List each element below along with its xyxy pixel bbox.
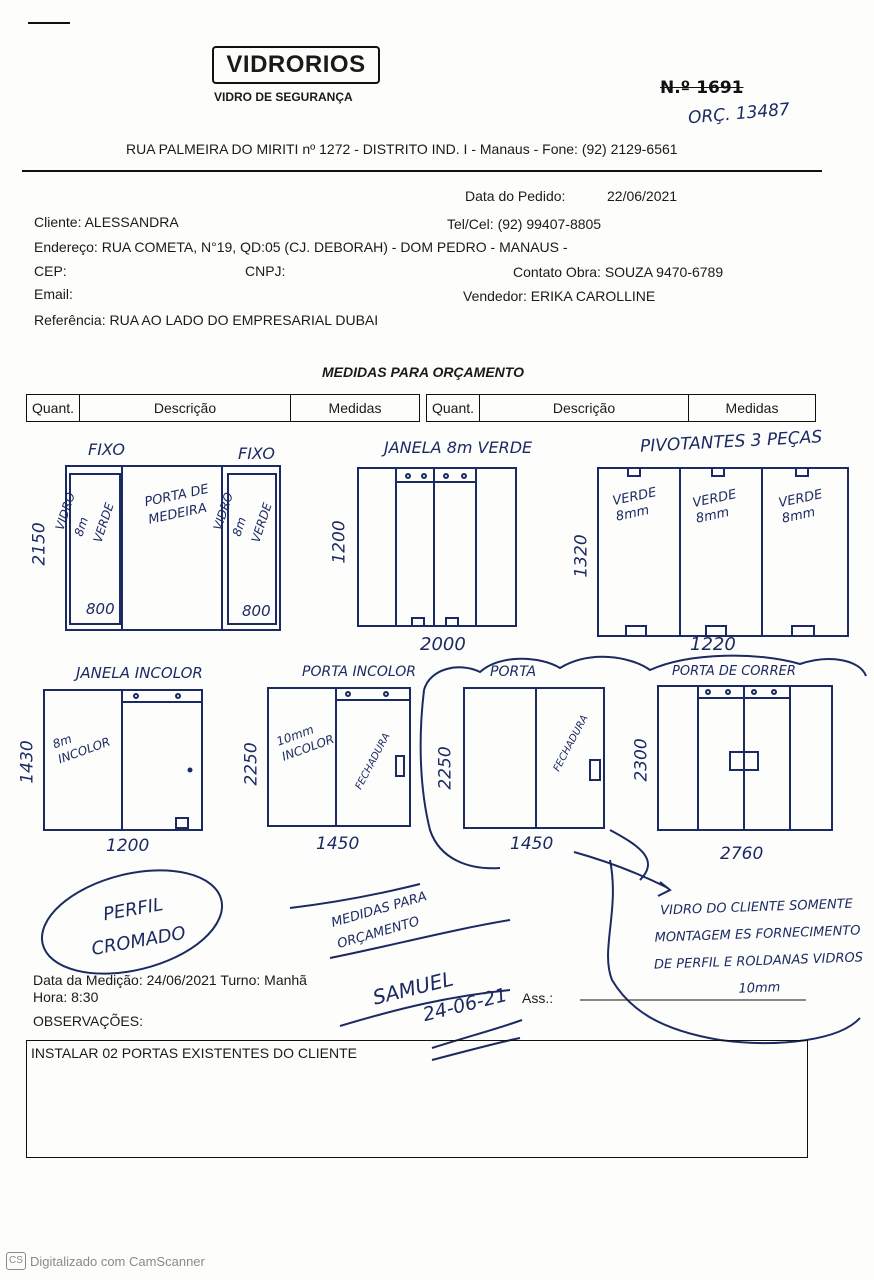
sketch-porta-incolor [267,687,411,827]
order-number-struck: N.º 1691 [660,78,744,98]
s6-title: PORTA [490,664,537,680]
s2-width: 2000 [420,634,466,655]
s3-height: 1320 [571,534,592,578]
header-rule [22,170,822,172]
s7-width: 2760 [720,844,764,864]
s1-fixo-right: FIXO [238,444,275,463]
s4-height: 1430 [17,740,38,784]
cep-field: CEP: [34,263,67,279]
col-quant: Quant. [427,395,480,421]
s1-fixo-left: FIXO [88,440,125,459]
company-logo: VIDRORIOS [212,46,380,84]
measurement-time: Hora: 8:30 [33,989,99,1005]
scanner-watermark: CS Digitalizado com CamScanner [6,1252,205,1270]
signature-label: Ass.: [522,990,554,1006]
email-field: Email: [34,286,73,302]
order-date-label: Data do Pedido: [465,188,566,204]
sketch-fixo-porta [65,465,281,631]
s1-width-right: 800 [242,602,271,620]
sketch-porta [463,687,605,829]
col-descricao: Descrição [480,395,689,421]
s5-title: PORTA INCOLOR [302,664,416,680]
section-title: MEDIDAS PARA ORÇAMENTO [322,364,524,380]
col-medidas: Medidas [328,400,382,416]
corner-mark [28,22,70,24]
col-medidas: Medidas [725,400,779,416]
measurement-date: Data da Medição: 24/06/2021 Turno: Manhã [33,972,307,988]
sketch-pivotantes [597,467,849,637]
s7-height: 2300 [631,738,652,782]
table-header-left: Quant. Descrição Medidas [26,394,420,422]
order-date-value: 22/06/2021 [607,188,678,204]
col-quant: Quant. [27,395,80,421]
camscanner-icon: CS [6,1252,26,1270]
s4-width: 1200 [106,836,150,856]
client-address: Endereço: RUA COMETA, N°19, QD:05 (CJ. D… [34,239,568,255]
s1-height: 2150 [29,522,50,566]
s7-title: PORTA DE CORRER [672,664,796,679]
s2-title: JANELA 8m VERDE [384,438,533,457]
company-tagline: VIDRO DE SEGURANÇA [214,90,353,104]
s2-height: 1200 [329,520,350,564]
s5-width: 1450 [316,834,360,854]
s5-height: 2250 [241,742,262,786]
s6-height: 2250 [435,746,456,790]
note-vidro-do-cliente: VIDRO DO CLIENTE SOMENTE MONTAGEM ES FOR… [653,896,864,997]
s4-title: JANELA INCOLOR [76,664,203,682]
sketch-janela-verde [357,467,517,627]
site-contact: Contato Obra: SOUZA 9470-6789 [513,264,724,280]
company-address: RUA PALMEIRA DO MIRITI nº 1272 - DISTRIT… [126,141,678,157]
client-name: Cliente: ALESSANDRA [34,214,179,230]
s3-width: 1220 [690,634,736,655]
sketch-janela-incolor [43,689,203,831]
observations-box: INSTALAR 02 PORTAS EXISTENTES DO CLIENTE [26,1040,808,1158]
observations-label: OBSERVAÇÕES: [33,1013,143,1029]
cnpj-field: CNPJ: [245,263,286,279]
seller-name: Vendedor: ERIKA CAROLLINE [463,288,656,304]
table-header-right: Quant. Descrição Medidas [426,394,816,422]
scanner-text: Digitalizado com CamScanner [30,1253,205,1269]
s6-width: 1450 [510,834,554,854]
client-phone: Tel/Cel: (92) 99407-8805 [447,216,602,232]
col-descricao: Descrição [80,395,291,421]
sketch-porta-de-correr [657,685,833,831]
observations-text: INSTALAR 02 PORTAS EXISTENTES DO CLIENTE [31,1045,357,1061]
reference-field: Referência: RUA AO LADO DO EMPRESARIAL D… [34,312,379,328]
s1-width-left: 800 [86,600,115,618]
